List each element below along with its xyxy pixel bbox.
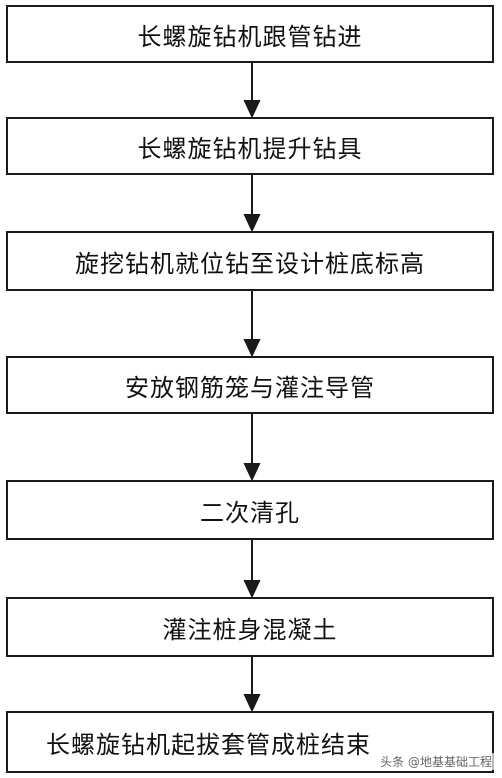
step-2-box: 长螺旋钻机提升钻具 [6, 117, 494, 175]
step-1-label: 长螺旋钻机跟管钻进 [137, 22, 363, 51]
watermark: 头条 @地基基础工程 [378, 753, 494, 770]
arrowhead-4-5 [243, 463, 261, 482]
step-7-label: 长螺旋钻机起拔套管成桩结束 [46, 730, 371, 759]
step-6-label: 灌注桩身混凝土 [162, 615, 338, 644]
step-5-label: 二次清孔 [200, 498, 300, 527]
step-3-box: 旋挖钻机就位钻至设计桩底标高 [6, 231, 494, 291]
step-2-label: 长螺旋钻机提升钻具 [137, 134, 363, 163]
arrowhead-6-7 [243, 694, 261, 713]
arrowhead-5-6 [243, 580, 261, 599]
step-5-box: 二次清孔 [6, 480, 494, 540]
step-4-box: 安放钢筋笼与灌注导管 [6, 356, 494, 414]
step-3-label: 旋挖钻机就位钻至设计桩底标高 [75, 249, 425, 278]
step-7-box: 长螺旋钻机起拔套管成桩结束 [6, 711, 494, 773]
step-4-label: 安放钢筋笼与灌注导管 [125, 373, 375, 402]
step-6-box: 灌注桩身混凝土 [6, 597, 494, 657]
arrowhead-2-3 [243, 214, 261, 233]
arrowhead-3-4 [243, 339, 261, 358]
arrowhead-1-2 [243, 100, 261, 119]
step-1-box: 长螺旋钻机跟管钻进 [6, 5, 494, 63]
